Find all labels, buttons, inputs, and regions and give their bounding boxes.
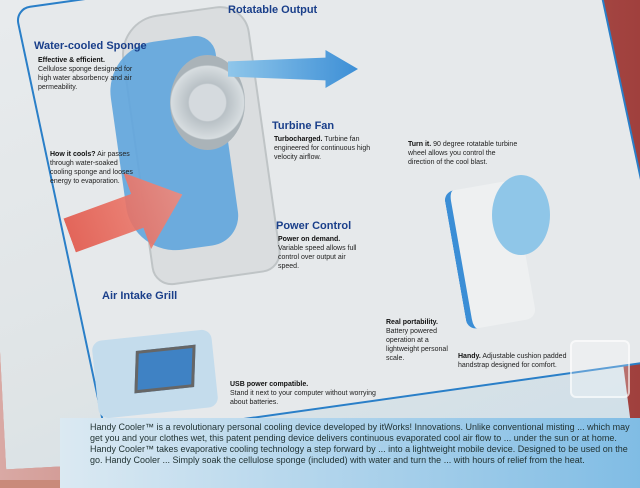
power-desc: Power on demand. Variable speed allows f… xyxy=(278,236,357,270)
intake-title: Air Intake Grill xyxy=(102,290,178,302)
laptop-icon xyxy=(134,344,196,394)
bottom-band xyxy=(60,418,640,488)
description-paragraph: Handy Cooler™ is a revolutionary persona… xyxy=(90,422,630,465)
rotatable-output-title: Rotatable Output xyxy=(228,4,318,16)
turn-desc: Turn it. 90 degree rotatable turbine whe… xyxy=(408,141,518,166)
watermark-logo xyxy=(570,340,630,398)
turbine-desc: Turbocharged. Turbine fan engineered for… xyxy=(274,136,371,161)
handy-desc: Handy. Adjustable cushion padded handstr… xyxy=(458,353,567,369)
turbine-wheel-illustration xyxy=(492,175,550,255)
turbine-title: Turbine Fan xyxy=(272,120,335,132)
power-title: Power Control xyxy=(276,220,352,232)
sponge-title: Water-cooled Sponge xyxy=(34,40,147,52)
usb-desc: USB power compatible.Stand it next to yo… xyxy=(230,381,376,406)
cool-desc: How it cools? Air passes through water-s… xyxy=(50,151,133,185)
portability-desc: Real portability. Battery powered operat… xyxy=(386,319,448,362)
sponge-desc: Effective & efficient. Cellulose sponge … xyxy=(38,57,133,91)
